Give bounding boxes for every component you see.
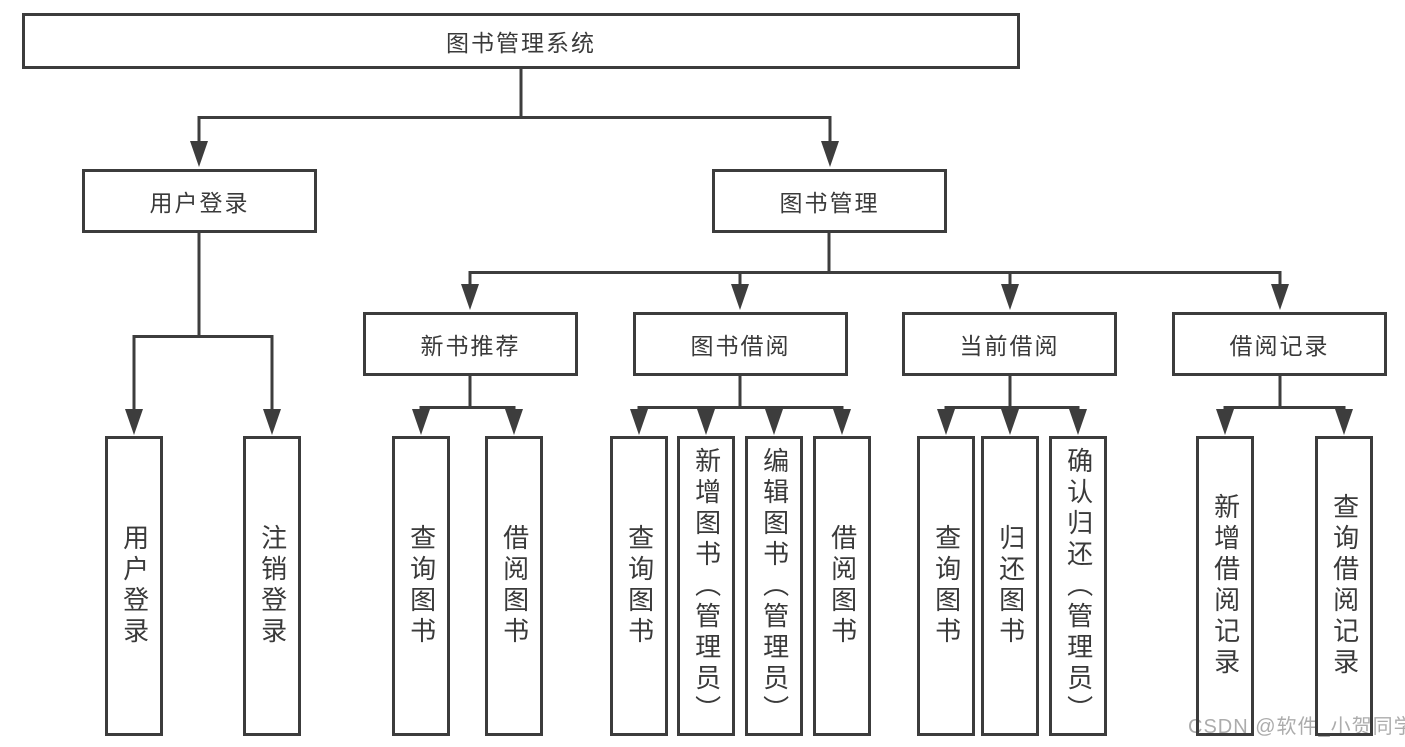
arrow-icon	[731, 284, 749, 310]
leaf-add-borrow-record: 新增借阅记录	[1196, 436, 1254, 736]
leaf-add-book-admin-label: 新增图书（管理员）	[691, 446, 722, 726]
arrow-icon	[630, 409, 648, 435]
leaf-query-borrow-record-label: 查询借阅记录	[1329, 493, 1360, 679]
leaf-query-books-recommend-label: 查询图书	[406, 524, 437, 648]
arrowheads	[125, 141, 1353, 435]
node-root-label: 图书管理系统	[446, 30, 596, 56]
node-current-borrowing-label: 当前借阅	[959, 333, 1060, 359]
edge-bookmgmt-bar	[468, 271, 1282, 305]
arrow-icon	[1271, 284, 1289, 310]
arrow-icon	[937, 409, 955, 435]
arrow-icon	[821, 141, 839, 167]
arrow-icon	[412, 409, 430, 435]
edge-recommend-bar	[419, 406, 516, 430]
leaf-query-books-borrowing-label: 查询图书	[624, 524, 655, 648]
leaf-logout-label: 注销登录	[257, 524, 288, 648]
leaf-user-login: 用户登录	[105, 436, 163, 736]
leaf-borrow-books-borrowing: 借阅图书	[813, 436, 871, 736]
arrow-icon	[765, 409, 783, 435]
leaf-confirm-return-admin-label: 确认归还（管理员）	[1063, 446, 1094, 726]
node-root: 图书管理系统	[22, 13, 1020, 69]
leaf-confirm-return-admin: 确认归还（管理员）	[1049, 436, 1107, 736]
arrow-icon	[125, 409, 143, 435]
leaf-query-borrow-record: 查询借阅记录	[1315, 436, 1373, 736]
node-new-book-recommend-label: 新书推荐	[420, 333, 521, 359]
node-user-login: 用户登录	[82, 169, 317, 233]
node-current-borrowing: 当前借阅	[902, 312, 1117, 376]
arrow-icon	[1001, 409, 1019, 435]
arrow-icon	[461, 284, 479, 310]
node-book-borrowing: 图书借阅	[633, 312, 848, 376]
leaf-add-borrow-record-label: 新增借阅记录	[1210, 493, 1241, 679]
leaf-query-books-recommend: 查询图书	[392, 436, 450, 736]
leaf-borrow-books-recommend: 借阅图书	[485, 436, 543, 736]
node-user-login-label: 用户登录	[149, 190, 250, 216]
node-book-borrowing-label: 图书借阅	[690, 333, 791, 359]
leaf-return-book: 归还图书	[981, 436, 1039, 736]
leaf-user-login-label: 用户登录	[119, 524, 150, 648]
node-book-management: 图书管理	[712, 169, 947, 233]
edge-records-bar	[1223, 406, 1346, 430]
watermark: CSDN @软件_小贺同学	[1188, 716, 1405, 738]
edge-root-bar	[197, 116, 832, 162]
arrow-icon	[263, 409, 281, 435]
leaf-edit-book-admin: 编辑图书（管理员）	[745, 436, 803, 736]
arrow-icon	[833, 409, 851, 435]
node-new-book-recommend: 新书推荐	[363, 312, 578, 376]
node-borrowing-records: 借阅记录	[1172, 312, 1387, 376]
arrow-icon	[1335, 409, 1353, 435]
leaf-query-books-current-label: 查询图书	[931, 524, 962, 648]
leaf-logout: 注销登录	[243, 436, 301, 736]
leaf-borrow-books-borrowing-label: 借阅图书	[827, 524, 858, 648]
leaf-return-book-label: 归还图书	[995, 524, 1026, 648]
node-book-management-label: 图书管理	[779, 190, 880, 216]
leaf-borrow-books-recommend-label: 借阅图书	[499, 524, 530, 648]
edge-userlogin-bar	[132, 335, 274, 430]
leaf-edit-book-admin-label: 编辑图书（管理员）	[759, 446, 790, 726]
arrow-icon	[1001, 284, 1019, 310]
node-borrowing-records-label: 借阅记录	[1229, 333, 1330, 359]
leaf-query-books-current: 查询图书	[917, 436, 975, 736]
arrow-icon	[697, 409, 715, 435]
arrow-icon	[1069, 409, 1087, 435]
arrow-icon	[1216, 409, 1234, 435]
leaf-add-book-admin: 新增图书（管理员）	[677, 436, 735, 736]
arrow-icon	[190, 141, 208, 167]
leaf-query-books-borrowing: 查询图书	[610, 436, 668, 736]
arrow-icon	[505, 409, 523, 435]
edge-borrowing-bar	[637, 406, 844, 430]
